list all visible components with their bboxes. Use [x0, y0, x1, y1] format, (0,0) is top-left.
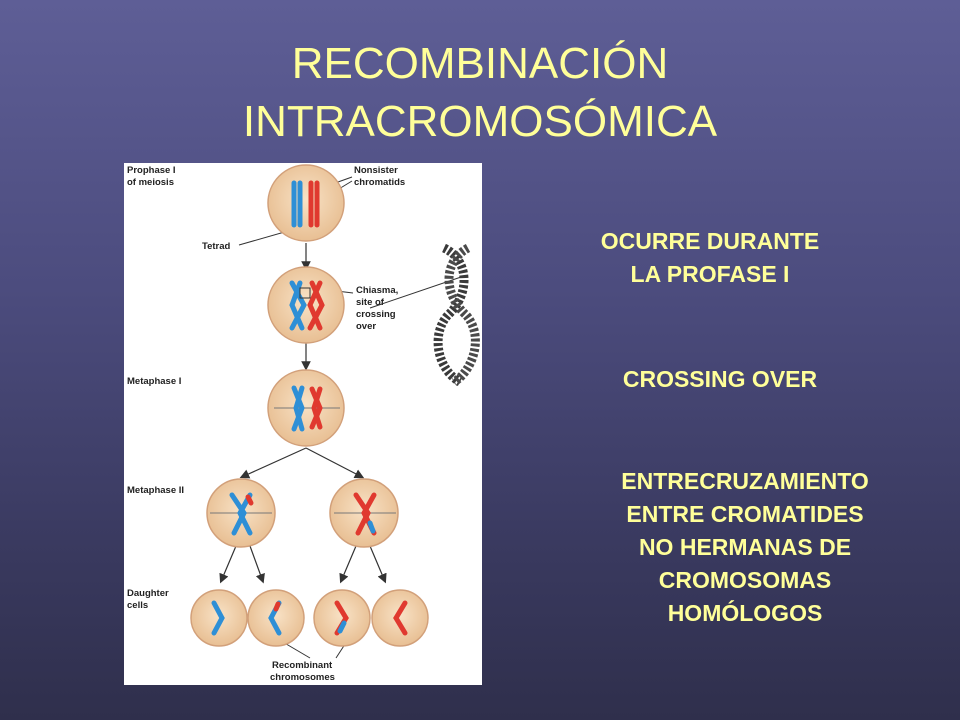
chiasma-micrograph — [433, 243, 480, 386]
label-crossing: crossing — [356, 309, 396, 320]
bullet-line: NO HERMANAS DE — [638, 534, 852, 560]
bullet-line: ENTRECRUZAMIENTO — [621, 468, 869, 494]
daughter-cell-4 — [371, 589, 429, 647]
bullet-line: CROMOSOMAS — [658, 567, 832, 593]
label-metaphase-2: Metaphase II — [127, 485, 184, 496]
daughter-cell-3 — [313, 589, 371, 647]
label-daughter: Daughter — [127, 588, 169, 599]
bullet-crossing-over: CROSSING OVER — [560, 363, 880, 396]
label-recombinant: Recombinant — [272, 660, 333, 671]
bullet-line: HOMÓLOGOS — [667, 600, 823, 626]
bullet-line: CROSSING OVER — [622, 366, 818, 392]
bullet-line: ENTRE CROMATIDES — [626, 501, 864, 527]
bullet-prophase: OCURRE DURANTE LA PROFASE I — [560, 225, 860, 291]
label-chiasma: Chiasma, — [356, 285, 398, 296]
label-tetrad: Tetrad — [202, 241, 231, 252]
cell-prophase — [267, 164, 345, 242]
title-line-1: RECOMBINACIÓN — [291, 39, 669, 88]
meiosis-figure: Prophase I of meiosis Nonsister chromati… — [124, 163, 482, 685]
meiosis-diagram: Prophase I of meiosis Nonsister chromati… — [127, 164, 465, 683]
label-over: over — [356, 321, 376, 332]
label-prophase: Prophase I — [127, 165, 176, 176]
label-of-meiosis: of meiosis — [127, 177, 174, 188]
label-chromosomes: chromosomes — [270, 672, 335, 683]
label-metaphase-1: Metaphase I — [127, 376, 181, 387]
daughter-cell-1 — [190, 589, 248, 647]
bullet-line: LA PROFASE I — [630, 261, 790, 287]
label-site-of: site of — [356, 297, 385, 308]
label-cells: cells — [127, 600, 148, 611]
title-line-2: INTRACROMOSÓMICA — [242, 97, 718, 146]
label-chromatids: chromatids — [354, 177, 405, 188]
bullet-line: OCURRE DURANTE — [600, 228, 820, 254]
daughter-cell-2 — [247, 589, 305, 647]
label-nonsister: Nonsister — [354, 165, 398, 176]
bullet-definition: ENTRECRUZAMIENTO ENTRE CROMATIDES NO HER… — [560, 465, 930, 630]
